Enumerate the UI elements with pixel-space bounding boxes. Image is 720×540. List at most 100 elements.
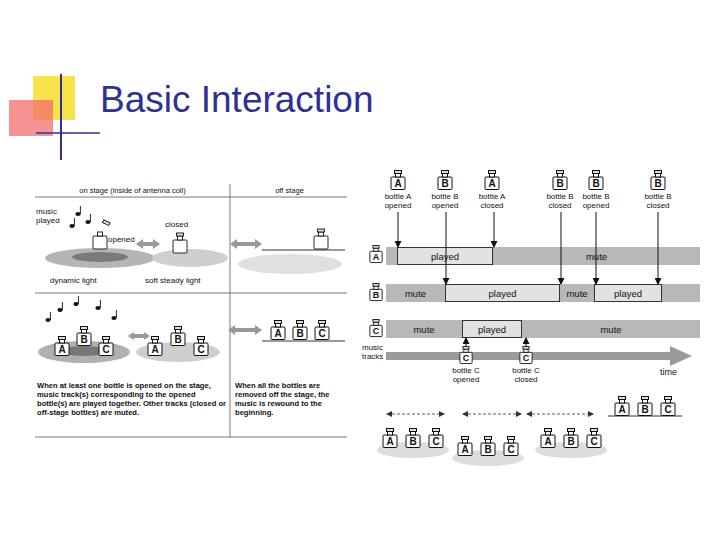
bottle-letter: A [369, 251, 383, 263]
music-note [80, 206, 81, 214]
track-state: played [614, 288, 642, 299]
event-arrow [494, 212, 495, 247]
bottle-cap [297, 321, 304, 324]
track-state: played [431, 251, 459, 262]
music-note [90, 214, 91, 222]
bottle-cap [665, 397, 672, 400]
bottle-neck [276, 324, 281, 328]
interval-arrow [527, 414, 593, 415]
bottle-node: B [563, 428, 579, 448]
bottle-letter: A [472, 177, 512, 190]
bottle-caption: bottle B closed [538, 192, 582, 210]
bottle-body [458, 443, 472, 456]
bottle-node: A [614, 396, 630, 416]
state-label: music played [36, 207, 72, 225]
bottle-cap [177, 233, 184, 236]
bottle-body [383, 435, 397, 448]
bottle-neck [463, 440, 468, 444]
column-header: on stage (inside of antenna coil) [40, 186, 225, 195]
bottle-neck [558, 174, 563, 178]
bottle-neck [620, 400, 625, 404]
bottle-neck [443, 174, 448, 178]
music-note [100, 300, 101, 308]
bottle-node: Cbottle C opened [444, 346, 488, 386]
music-note [69, 224, 74, 228]
light-label: soft steady light [145, 276, 227, 285]
bottle-node: C [503, 436, 519, 456]
interval-arrow [387, 414, 444, 415]
bottle-neck [656, 174, 661, 178]
bottle-cap [442, 171, 449, 174]
track-state: played [478, 324, 506, 335]
mute-segment: mute [386, 284, 445, 302]
track-state: mute [600, 324, 621, 335]
bottle-cap [557, 171, 564, 174]
music-note [95, 306, 100, 310]
bottle-neck [592, 432, 597, 436]
bottle-neck [82, 330, 87, 334]
bottle-letter: B [638, 177, 678, 190]
mute-segment: mute [493, 247, 700, 265]
bottle-node: A [457, 436, 473, 456]
bottle-neck [434, 432, 439, 436]
bottle-letter: C [428, 435, 444, 448]
bottle-cap [485, 437, 492, 440]
time-arrow [386, 346, 692, 366]
bottle-neck [643, 400, 648, 404]
music-note [45, 318, 50, 322]
bottle-neck [546, 432, 551, 436]
bottle-cap [275, 321, 282, 324]
bottle-body [564, 435, 578, 448]
bottle-cap [642, 397, 649, 400]
stage-disc [238, 254, 342, 274]
bottle-letter: A [614, 403, 630, 416]
state-label: closed [165, 220, 201, 229]
bottle-node: A [270, 320, 286, 340]
bottle-body [293, 327, 307, 340]
dynamic-light [72, 252, 128, 262]
bottle-caption: bottle C closed [502, 366, 550, 384]
table-line [35, 197, 347, 198]
bottle-body [315, 327, 329, 340]
bottle-letter: A [147, 343, 163, 356]
played-segment: played [594, 284, 662, 302]
bottle-cap [373, 245, 379, 248]
bottle-letter: B [540, 177, 580, 190]
slide-title: Basic Interaction [100, 78, 374, 122]
mute-segment: mute [560, 284, 594, 302]
state-arrow [228, 325, 262, 335]
bottle-body [587, 435, 601, 448]
track-state: played [489, 288, 517, 299]
bottle-neck [320, 324, 325, 328]
bottle-cap [523, 346, 529, 349]
bottle-node: B [170, 326, 186, 346]
bottle-cap [373, 283, 379, 286]
caption-note: When all the bottles are removed off the… [235, 381, 345, 417]
bottle-cap [545, 429, 552, 432]
stage-disc [45, 248, 155, 268]
bottle-cap [102, 220, 110, 226]
bottle-letter: C [503, 443, 519, 456]
bottle-cap [395, 171, 402, 174]
bottle-node: C [98, 336, 114, 356]
bottle-neck [666, 400, 671, 404]
bottle-cap [655, 171, 662, 174]
bottle-letter: C [369, 325, 383, 337]
light-label: dynamic light [50, 276, 125, 285]
bottle-node: A [54, 336, 70, 356]
axis-label: time [660, 367, 690, 377]
bottle-letter: B [576, 177, 616, 190]
bottle-body [541, 435, 555, 448]
bottle-body [55, 343, 69, 356]
bottle-cap [81, 327, 88, 330]
bottle-cap [433, 429, 440, 432]
bottle-node: C [369, 319, 383, 337]
bottle-node: A [382, 428, 398, 448]
table-line [35, 437, 347, 438]
axis-label: music tracks [362, 343, 394, 361]
bottle-neck [176, 330, 181, 334]
bottle-cap [593, 171, 600, 174]
shelf-line [262, 249, 345, 250]
bottle-letter: C [314, 327, 330, 340]
bottle-letter: B [76, 333, 92, 346]
